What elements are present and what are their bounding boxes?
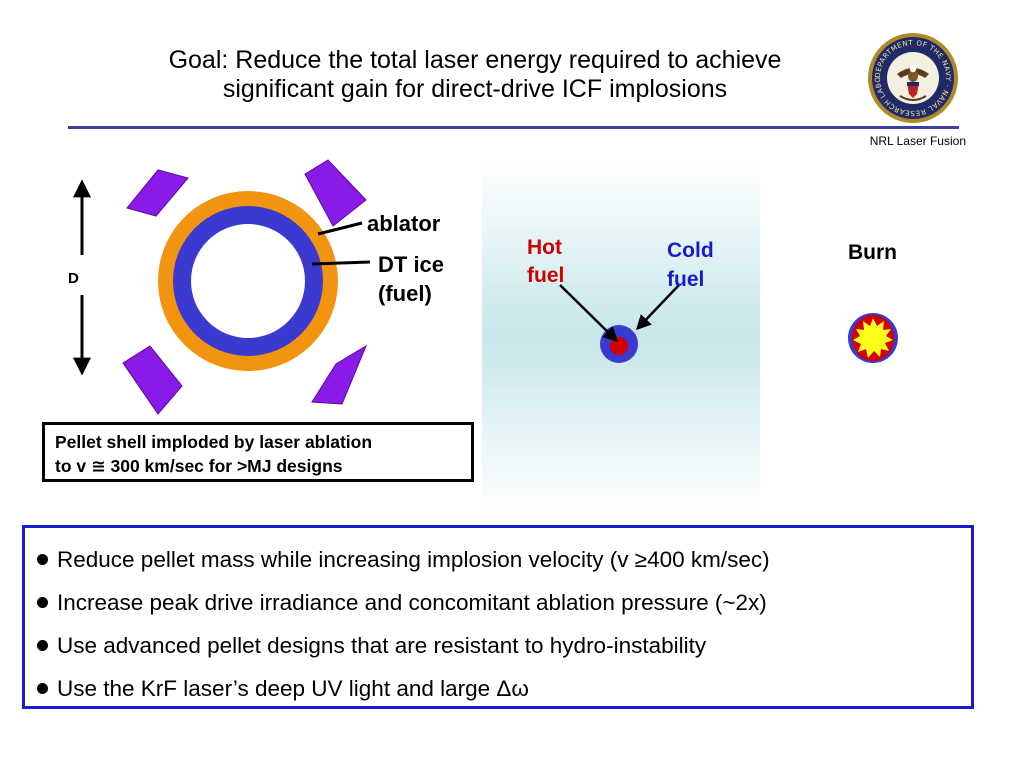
implosion-diagram-graphic [73,159,898,510]
title-line-1: Goal: Reduce the total laser energy requ… [168,46,782,74]
list-item: Use the KrF laser’s deep UV light and la… [37,667,959,710]
list-item: Increase peak drive irradiance and conco… [37,581,959,624]
list-item-text: Increase peak drive irradiance and conco… [57,590,767,615]
compressed-hot-spot [610,337,628,355]
bullet-icon [37,554,48,565]
fuel-pointer [311,260,371,266]
laser-beam-bottom-right-icon [311,344,368,405]
ablator-label: ablator [367,211,441,236]
bullet-icon [37,597,48,608]
laser-beam-top-right-icon [304,159,367,227]
header-rule [68,126,959,129]
title-line-2: significant gain for direct-drive ICF im… [222,75,728,103]
fuel-label: DT ice (fuel) [378,250,444,308]
burn-label: Burn [848,241,897,264]
bullet-icon [37,640,48,651]
caption-line-2: to v ≅ 300 km/sec for >MJ designs [55,456,343,476]
cold-fuel-line-1: Cold [667,239,714,262]
laser-beam-bottom-left-icon [122,345,183,415]
ablator-pointer [317,221,363,236]
cold-fuel-arrow [635,284,680,331]
list-item-text: Use advanced pellet designs that are res… [57,633,707,658]
goals-list: Reduce pellet mass while increasing impl… [22,525,974,709]
list-item-text: Use the KrF laser’s deep UV light and la… [57,676,529,701]
list-item-text: Reduce pellet mass while increasing impl… [57,547,770,572]
brand-label: NRL Laser Fusion [869,134,966,148]
navy-seal-icon: DEPARTMENT OF THE NAVY · NAVAL RESEARCH … [867,32,958,123]
list-item: Use advanced pellet designs that are res… [37,624,959,667]
list-item: Reduce pellet mass while increasing impl… [37,538,959,581]
implosion-diagram: D ablator DT ice (fuel) Hot fuel Cold fu… [0,150,1024,510]
hot-fuel-arrow [559,284,619,343]
hot-fuel-line-2: fuel [527,264,565,287]
laser-beam-top-left-icon [126,169,189,217]
hot-fuel-line-1: Hot [527,236,562,259]
bullet-icon [37,683,48,694]
fuel-label-line-1: DT ice [378,252,445,277]
burn-star-icon [853,318,893,358]
caption-box: Pellet shell imploded by laser ablation … [42,422,474,482]
fuel-label-line-2: (fuel) [378,281,432,306]
cold-fuel-line-2: fuel [667,268,705,291]
caption-line-1: Pellet shell imploded by laser ablation [55,432,373,452]
hot-fuel-label: Hot fuel [527,234,564,290]
pellet-core [191,224,305,338]
cold-fuel-label: Cold fuel [667,236,714,294]
slide-title: Goal: Reduce the total laser energy requ… [60,46,890,104]
dimension-label: D [68,270,79,287]
